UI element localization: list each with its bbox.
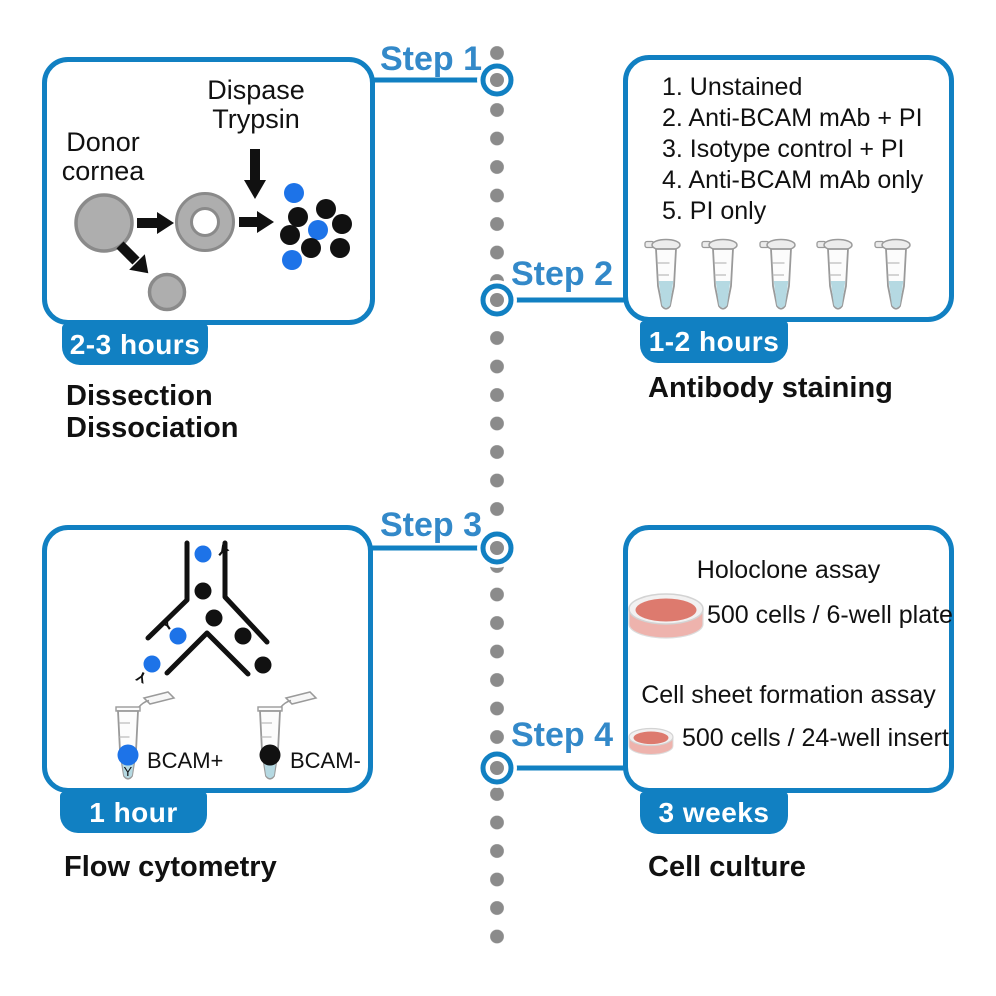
- reagent-line-1: Dispase: [207, 75, 305, 105]
- panel-cell-culture: [623, 525, 954, 793]
- staining-sample-list: 1. Unstained 2. Anti-BCAM mAb + PI 3. Is…: [662, 72, 923, 227]
- step1-label: Step 1: [379, 40, 482, 78]
- timeline-dotted-line: [490, 46, 504, 944]
- sample-item-3: 3. Isotype control + PI: [662, 135, 905, 163]
- assay1-title: Holoclone assay: [696, 556, 881, 584]
- step3-label: Step 3: [379, 506, 482, 544]
- donor-line-1: Donor: [66, 127, 140, 157]
- duration-badge-step1: 2-3 hours: [62, 324, 208, 365]
- sample-item-4: 4. Anti-BCAM mAb only: [662, 166, 924, 194]
- caption-cell-culture: Cell culture: [648, 851, 806, 883]
- caption-dissociation: Dissociation: [66, 412, 239, 444]
- donor-cornea-label: Donor cornea: [45, 128, 161, 186]
- reagent-label: Dispase Trypsin: [186, 76, 326, 134]
- bcam-positive-label: BCAM+: [147, 748, 224, 773]
- assay2-title: Cell sheet formation assay: [641, 681, 936, 709]
- caption-antibody-staining: Antibody staining: [648, 372, 893, 404]
- caption-flow-cytometry: Flow cytometry: [64, 851, 277, 883]
- step2-label: Step 2: [511, 255, 614, 293]
- panel-dissection: [42, 57, 375, 325]
- sample-item-2: 2. Anti-BCAM mAb + PI: [662, 104, 923, 132]
- assay1-detail: 500 cells / 6-well plate: [707, 601, 953, 629]
- duration-badge-step2: 1-2 hours: [640, 321, 788, 363]
- sample-item-1: 1. Unstained: [662, 73, 803, 101]
- sample-item-5: 5. PI only: [662, 197, 767, 225]
- donor-line-2: cornea: [61, 156, 145, 186]
- duration-badge-step4: 3 weeks: [640, 792, 788, 834]
- bcam-negative-label: BCAM-: [290, 748, 361, 773]
- reagent-line-2: Trypsin: [212, 104, 300, 134]
- duration-badge-step3: 1 hour: [60, 792, 207, 833]
- caption-dissection: Dissection: [66, 380, 213, 412]
- assay2-detail: 500 cells / 24-well insert: [682, 724, 949, 752]
- step4-label: Step 4: [511, 716, 614, 754]
